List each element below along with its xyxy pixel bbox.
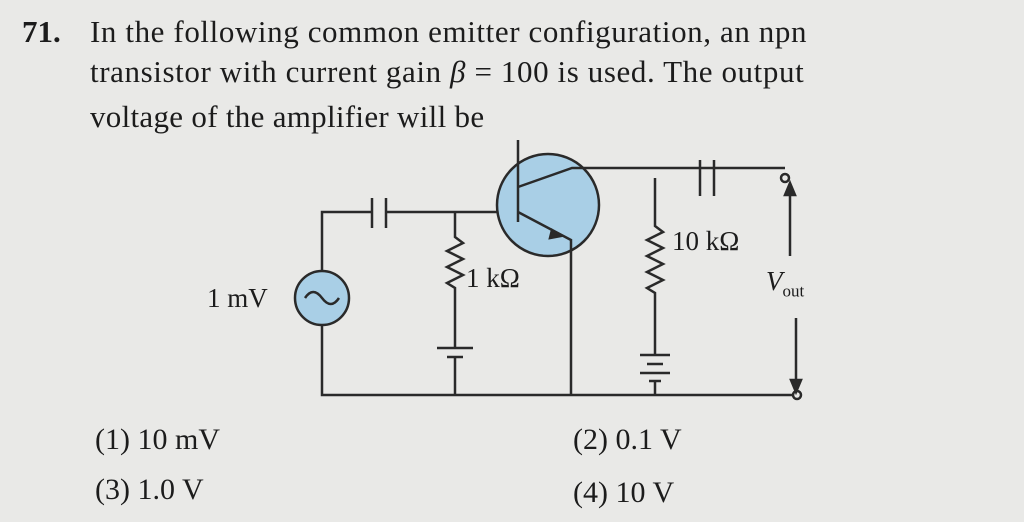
collector-battery — [640, 353, 670, 395]
option-1-label: (1) — [95, 423, 130, 456]
question-line-2b: = 100 is used. The output — [466, 54, 805, 89]
question-number: 71. — [22, 14, 61, 49]
emitter-arrow-icon — [548, 227, 565, 240]
arrow-up-icon — [783, 179, 797, 197]
ground-wire — [320, 325, 797, 397]
option-2[interactable]: (2) 0.1 V — [573, 425, 682, 455]
output-terminal-top — [779, 172, 791, 184]
option-3-label: (3) — [95, 473, 130, 506]
output-capacitor — [698, 160, 716, 196]
transistor-icon — [495, 152, 601, 258]
question-line-2a: transistor with current gain — [90, 54, 451, 89]
input-capacitor — [370, 198, 388, 228]
option-1[interactable]: (1) 10 mV — [95, 425, 220, 455]
option-4-label: (4) — [573, 476, 608, 509]
base-battery — [437, 346, 473, 395]
option-4[interactable]: (4) 10 V — [573, 478, 674, 508]
collector-resistor-label: 10 kΩ — [672, 226, 740, 256]
beta-symbol: β — [450, 54, 467, 89]
question-line-3: voltage of the amplifier will be — [90, 99, 485, 134]
option-1-value: 10 mV — [137, 423, 220, 456]
vout-v: V — [766, 266, 783, 296]
input-wire — [320, 210, 500, 271]
option-4-value: 10 V — [615, 476, 675, 509]
sine-icon — [303, 290, 341, 306]
arrow-down-icon — [789, 378, 803, 396]
vout-arrows — [788, 190, 798, 384]
option-2-value: 0.1 V — [615, 423, 682, 456]
output-label: Vout — [766, 266, 805, 301]
emitter-wire — [517, 210, 573, 395]
base-resistor-label: 1 kΩ — [466, 263, 520, 293]
option-2-label: (2) — [573, 423, 608, 456]
vout-sub: out — [782, 281, 805, 301]
option-3-value: 1.0 V — [137, 473, 204, 506]
question-line-1: In the following common emitter configur… — [90, 14, 808, 49]
collector-resistor — [644, 178, 666, 355]
base-resistor — [444, 212, 466, 348]
option-3[interactable]: (3) 1.0 V — [95, 475, 204, 505]
question-line-2: transistor with current gain β = 100 is … — [90, 56, 804, 87]
source-label: 1 mV — [207, 283, 268, 313]
